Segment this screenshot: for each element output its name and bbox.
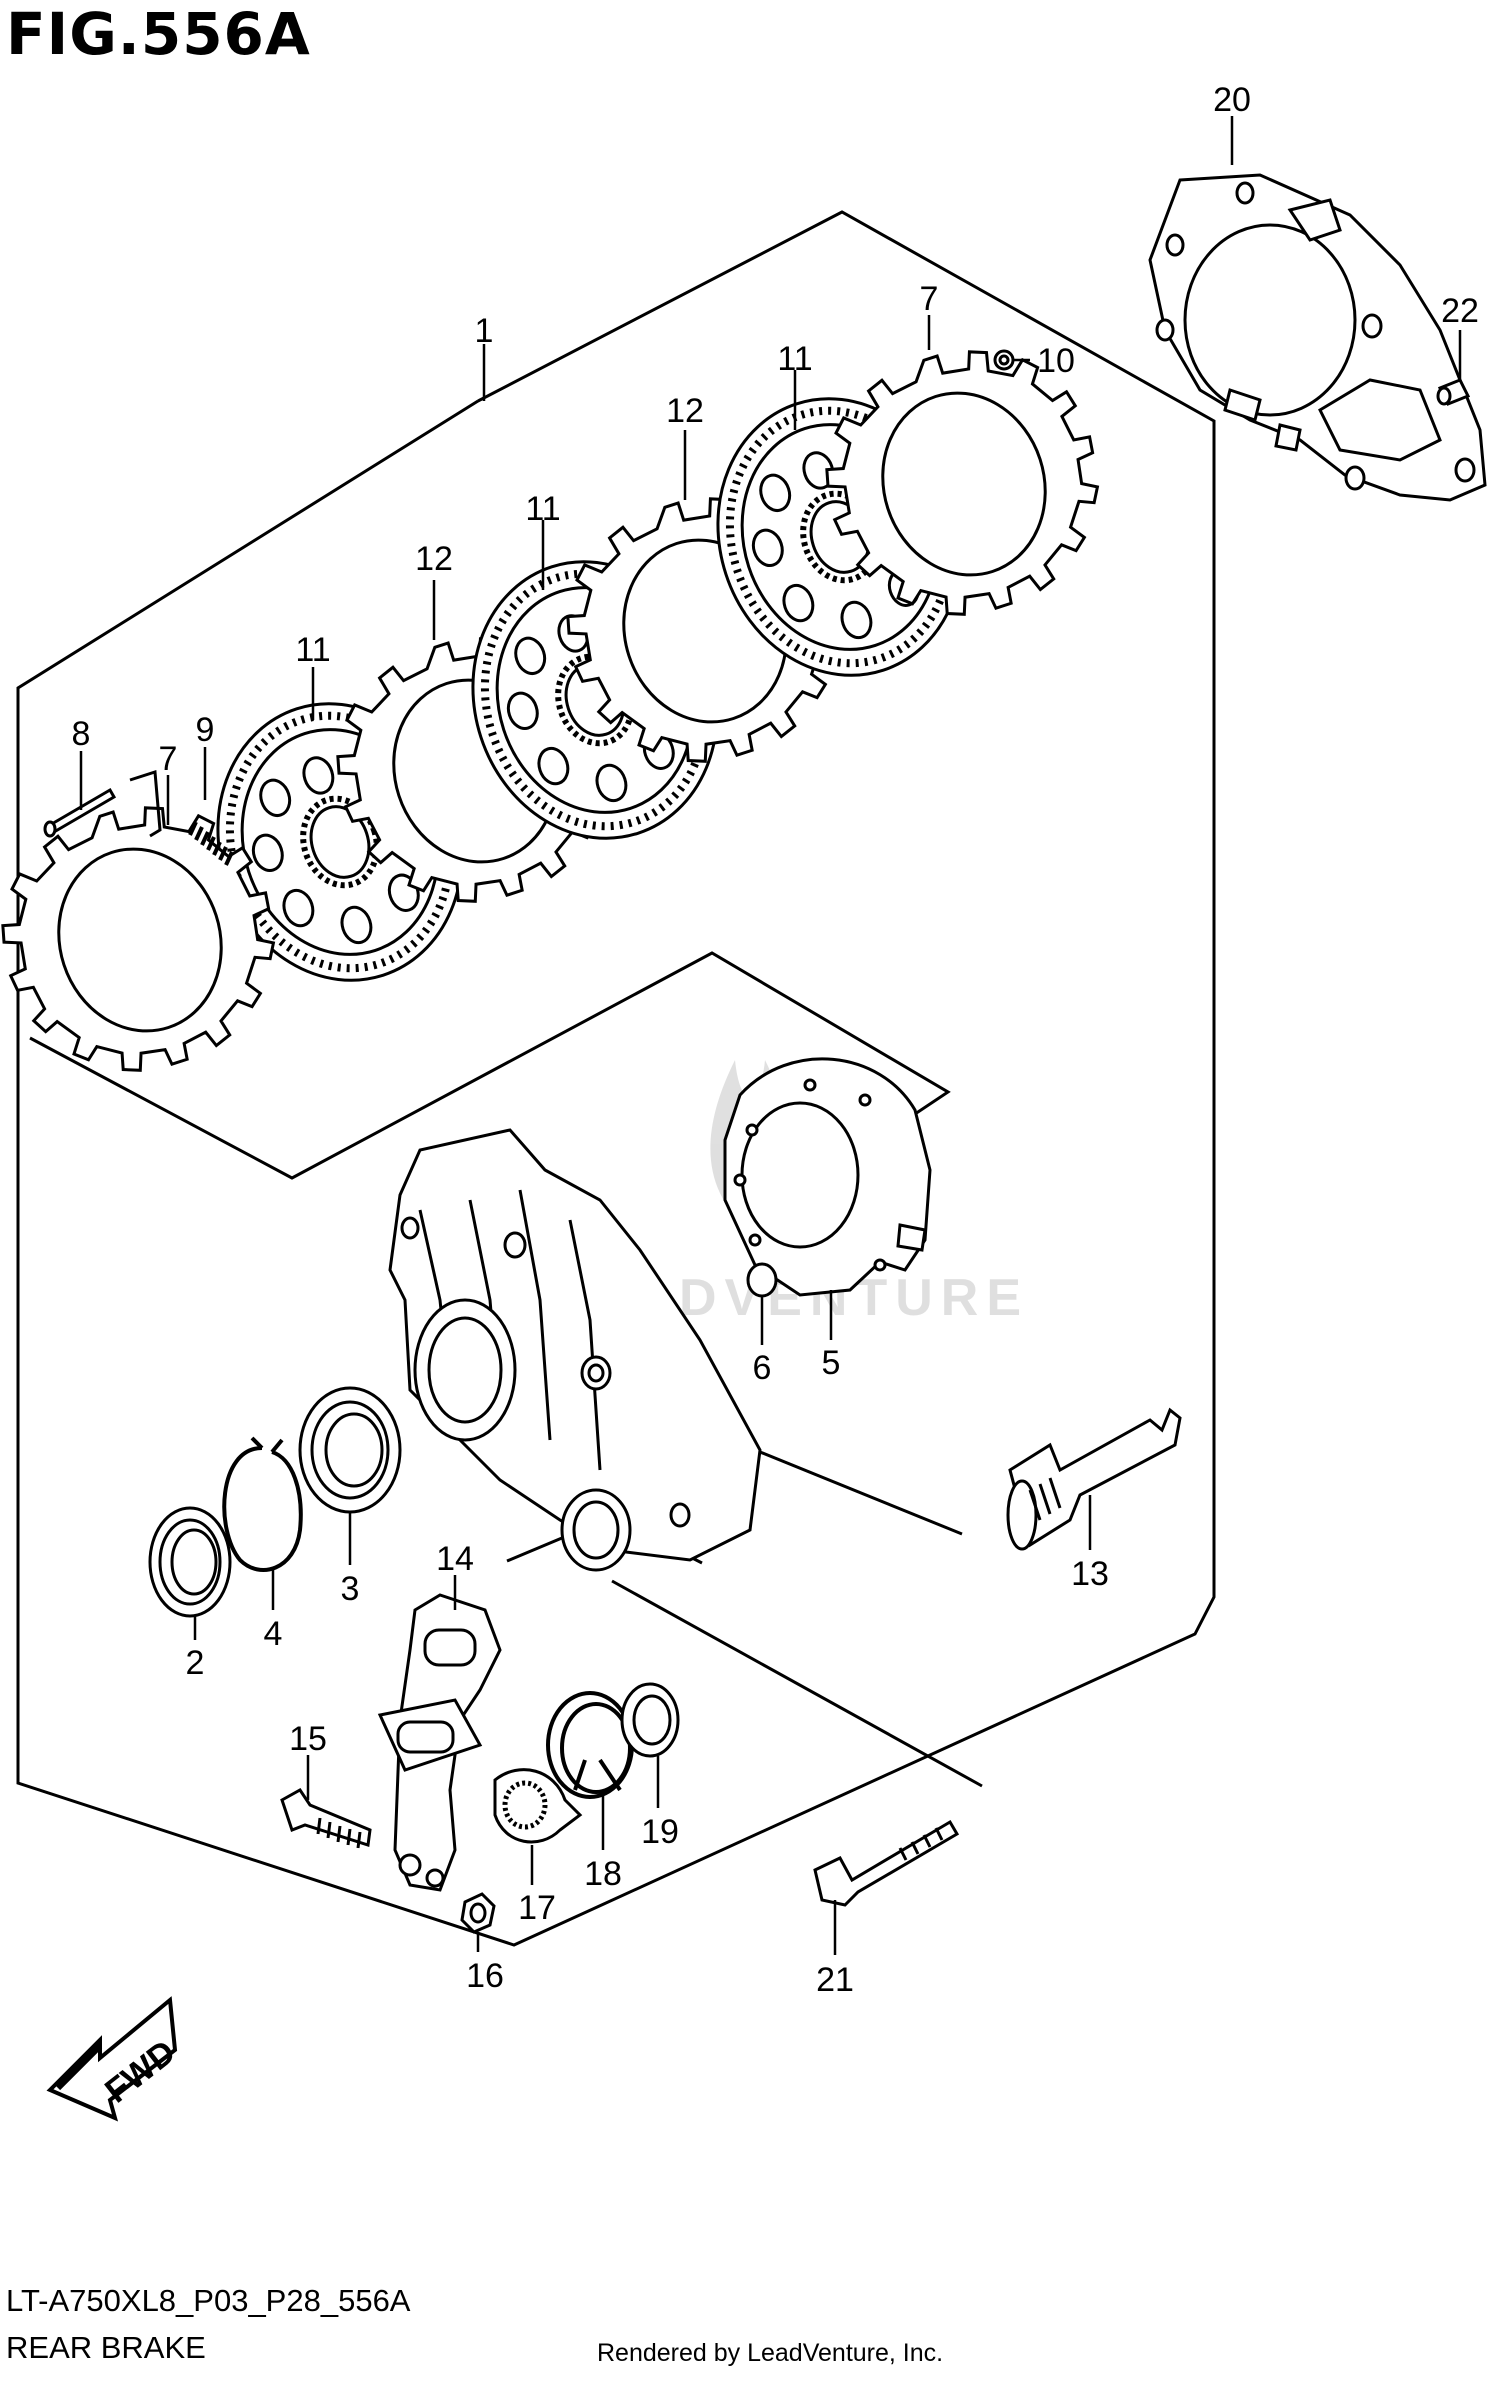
bearing-3 — [298, 1386, 402, 1514]
bolt-15 — [280, 1788, 372, 1849]
cam-plate-17 — [493, 1768, 583, 1844]
plate-bracket — [129, 769, 162, 838]
brake-housing — [388, 1128, 762, 1572]
callout-18: 18 — [584, 1855, 622, 1893]
callout-19: 19 — [641, 1813, 679, 1851]
callout-17: 17 — [518, 1889, 556, 1927]
callout-8: 8 — [72, 715, 91, 753]
callout-12-right: 12 — [666, 392, 704, 430]
callout-21: 21 — [816, 1961, 854, 1999]
seal-19 — [620, 1682, 680, 1758]
shaft-13 — [1006, 1407, 1182, 1551]
callout-6: 6 — [753, 1349, 772, 1387]
pin-8 — [43, 787, 117, 838]
gasket-20 — [1148, 173, 1487, 502]
ball-6 — [746, 1262, 778, 1298]
render-credit: Rendered by LeadVenture, Inc. — [597, 2339, 944, 2367]
lever-bracket-14 — [377, 1593, 502, 1892]
fwd-arrow-icon: FWD — [46, 1996, 183, 2122]
callout-11-left: 11 — [295, 631, 330, 669]
callout-3: 3 — [341, 1570, 360, 1608]
callout-2: 2 — [186, 1644, 205, 1682]
oil-seal-2 — [148, 1506, 232, 1618]
callout-10: 10 — [1037, 342, 1075, 380]
callout-4: 4 — [264, 1615, 283, 1653]
callout-7-left: 7 — [159, 740, 178, 778]
model-code: LT-A750XL8_P03_P28_556A — [6, 2283, 411, 2318]
callout-1: 1 — [475, 312, 494, 350]
callout-labels: 1 2 3 4 5 6 7 7 8 9 10 11 11 11 12 12 13… — [72, 81, 1479, 1999]
callout-7-right: 7 — [920, 280, 939, 318]
circlip-4 — [222, 1436, 303, 1572]
nut-16 — [460, 1892, 496, 1934]
leader-lines — [79, 116, 1462, 1955]
callout-9: 9 — [196, 711, 215, 749]
brake-cover-5 — [723, 1057, 932, 1297]
callout-22: 22 — [1441, 292, 1479, 330]
callout-15: 15 — [289, 1720, 327, 1758]
callout-11-right: 11 — [777, 340, 812, 378]
dowel-pin-22 — [1436, 378, 1471, 406]
spring-9 — [188, 821, 234, 866]
figure-title: FIG.556A — [6, 0, 311, 68]
nut-10 — [993, 349, 1015, 371]
callout-16: 16 — [466, 1957, 504, 1995]
callout-13: 13 — [1071, 1555, 1109, 1593]
assembly-outline — [16, 210, 1216, 1947]
section-name: REAR BRAKE — [6, 2330, 206, 2365]
callout-12-left: 12 — [415, 540, 453, 578]
callout-20: 20 — [1213, 81, 1251, 119]
bolt-21 — [813, 1819, 960, 1907]
return-spring-18 — [546, 1691, 634, 1799]
callout-11-middle: 11 — [525, 490, 560, 528]
callout-14: 14 — [436, 1540, 474, 1578]
callout-5: 5 — [822, 1344, 841, 1382]
